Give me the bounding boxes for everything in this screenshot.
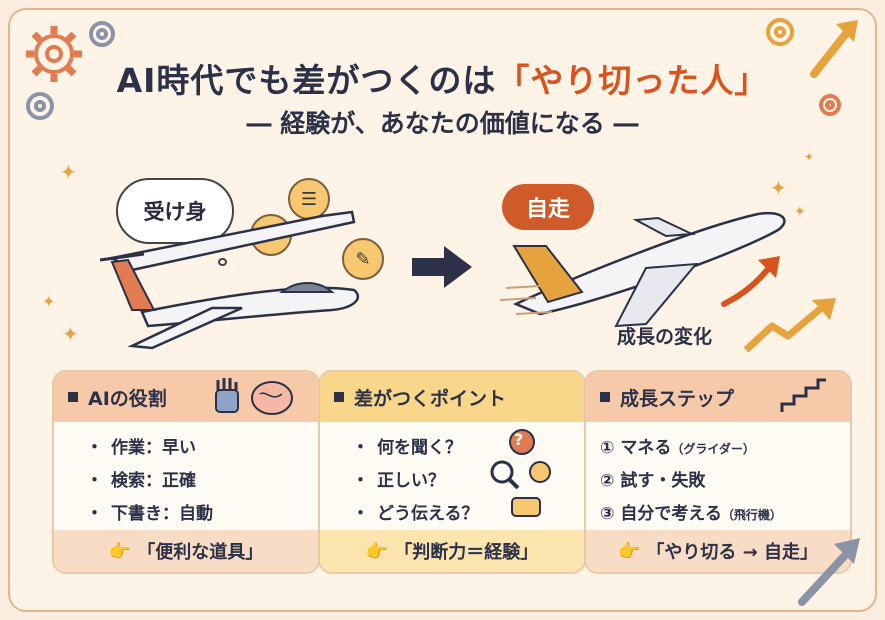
panel-footer-text: 「便利な道具」 [137,542,264,563]
up-arrow-icon [810,20,858,78]
square-bullet-icon [334,392,344,402]
up-arrow-icon [798,538,860,606]
robot-hand-brain-icon [215,378,293,415]
list-item: ・正しい？ [352,471,445,491]
page-subtitle: ― 経験が、あなたの価値になる ― [246,109,639,138]
list-item: ・どう伝える？ [352,504,479,524]
page-title: AI時代でも差がつくのは「やり切った人」 [116,61,769,100]
panel-footer: 👉 「やり切る → 自走」 [586,530,850,572]
sparkle-icon: ✦ [60,160,77,184]
panel-title: 差がつくポイント [354,387,507,410]
sparkle-icon: ✦ [42,292,56,311]
list-item: ② 試す・失敗 [600,471,706,491]
square-bullet-icon [600,392,610,402]
pointing-hand-icon: 👉 [617,540,641,562]
list-item: ③ 自分で考える（飛行機） [600,504,782,524]
square-bullet-icon [68,392,78,402]
stairs-icon [780,378,826,412]
panel-title: 成長ステップ [620,387,735,410]
sparkle-icon: ✦ [770,176,787,200]
sparkle-icon: ✦ [794,204,806,220]
panel-footer: 👉 「判断力＝経験」 [320,530,584,572]
panel-header: 差がつくポイント [320,372,584,422]
list-item: ・下書き：自動 [86,504,213,524]
list-item: ① マネる（グライダー） [600,438,755,458]
growth-label: 成長の変化 [617,326,713,348]
self-driving-label: 自走 [525,197,570,222]
zigzag-up-icon [743,298,836,353]
pointing-hand-icon: 👉 [108,540,132,562]
list-item: ・検索：正確 [86,471,196,491]
growth-arrow-icon [721,256,780,307]
passive-thought-cloud: 受け身 [116,178,234,244]
sparkle-icon: ✦ [62,322,79,346]
gear-small-icon [766,18,841,116]
question-mark-icon: ? [514,430,524,449]
pointing-hand-icon: 👉 [365,540,389,562]
checklist-icon: ☰ [288,178,330,220]
question-search-chat-icon [490,429,551,517]
panel-footer: 👉 「便利な道具」 [54,530,318,572]
sparkle-icon: ✦ [804,150,815,164]
panel-footer-text: 「やり切る → 自走」 [646,542,819,563]
gear-cluster-icon [26,21,115,120]
list-item: ・作業：早い [86,438,196,458]
key-points-panel: 差がつくポイント ・何を聞く？ ・正しい？ ・どう伝える？ 👉 「判断力＝経験」 [318,370,586,574]
panel-footer-text: 「判断力＝経験」 [394,542,539,563]
self-driving-badge: 自走 [502,184,594,230]
airplane-icon [499,211,786,328]
passive-label: 受け身 [143,200,207,224]
list-item: ・何を聞く？ [352,438,462,458]
panel-title: AIの役割 [88,387,167,410]
arrow-right-icon [412,246,472,288]
thought-bubble [218,258,227,266]
document-pen-icon: ✎ [342,238,384,280]
glider-icon [99,210,360,350]
